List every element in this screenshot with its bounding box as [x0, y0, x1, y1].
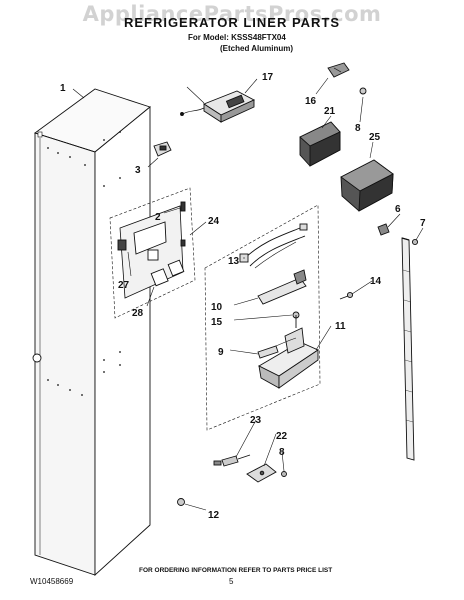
- callout-17: 17: [262, 72, 274, 83]
- callout-15: 15: [211, 317, 223, 328]
- callout-9: 9: [218, 347, 224, 358]
- page-title: REFRIGERATOR LINER PARTS: [123, 15, 341, 30]
- callout-12: 12: [208, 510, 220, 521]
- model-line: For Model: KSSS48FTX04: [188, 33, 286, 42]
- part-6-clip: [377, 223, 390, 236]
- part-8-screw-bottom: [281, 471, 287, 477]
- part-23-sensor: [213, 454, 251, 467]
- watermark: AppliancePartsPros.com: [82, 2, 382, 26]
- callout-28: 28: [132, 308, 144, 319]
- cabinet-liner: [32, 88, 151, 577]
- callout-2: 2: [155, 212, 161, 223]
- callout-13: 13: [228, 256, 240, 267]
- callout-27: 27: [118, 280, 130, 291]
- part-8-screw-top: [359, 87, 367, 95]
- ordering-info: FOR ORDERING INFORMATION REFER TO PARTS …: [139, 567, 333, 574]
- callout-1: 1: [60, 83, 66, 94]
- part-25-duct: [340, 159, 394, 212]
- callout-24: 24: [208, 216, 220, 227]
- part-21-duct: [299, 121, 341, 167]
- callout-21: 21: [324, 106, 336, 117]
- callout-8-bottom: 8: [279, 447, 285, 458]
- callout-labels: 1 3 17 16 8 21 25 6 7 2 24 27 28 13 14 1…: [60, 72, 426, 521]
- leader-lines: [72, 77, 424, 511]
- dashed-panel-left: [109, 187, 196, 319]
- part-12-cap: [177, 498, 185, 506]
- callout-8-top: 8: [355, 123, 361, 134]
- part-17-control: [180, 90, 256, 123]
- callout-6: 6: [395, 204, 401, 215]
- page-number: 5: [229, 577, 234, 586]
- callout-14: 14: [370, 276, 382, 287]
- part-22-bracket: [246, 463, 277, 483]
- callout-25: 25: [369, 132, 381, 143]
- part-7-screw: [411, 238, 419, 246]
- part-3-bracket: [153, 141, 172, 157]
- finish-line: (Etched Aluminum): [220, 44, 294, 53]
- callout-10: 10: [211, 302, 223, 313]
- part-16-clip: [327, 62, 350, 78]
- document-number: W10458669: [30, 577, 74, 586]
- vertical-rail: [401, 237, 415, 461]
- callout-23: 23: [250, 415, 262, 426]
- part-14-screw: [339, 291, 354, 300]
- callout-3: 3: [135, 165, 141, 176]
- callout-7: 7: [420, 218, 426, 229]
- callout-11: 11: [335, 321, 346, 332]
- callout-22: 22: [276, 431, 288, 442]
- callout-16: 16: [305, 96, 317, 107]
